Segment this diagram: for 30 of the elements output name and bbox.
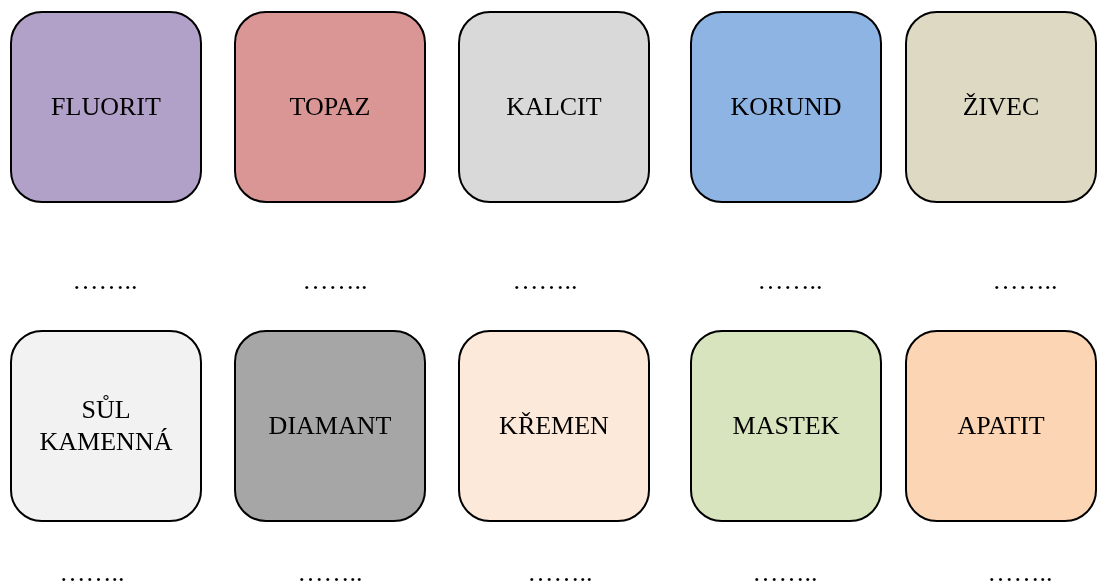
mineral-name: DIAMANT — [268, 409, 392, 442]
mineral-name: KALCIT — [506, 90, 602, 123]
mineral-name: KORUND — [730, 90, 842, 123]
mineral-box — [690, 330, 882, 522]
mineral-name: MASTEK — [732, 409, 840, 442]
fill-in-line: …….. — [992, 268, 1058, 294]
fill-in-line: …….. — [757, 268, 823, 294]
mineral-box — [690, 11, 882, 203]
fill-in-line: …….. — [59, 560, 125, 585]
fill-in-line: …….. — [527, 560, 593, 585]
fill-in-line: …….. — [512, 268, 578, 294]
mineral-name: FLUORIT — [51, 90, 161, 123]
mineral-name: SŮL KAMENNÁ — [38, 393, 174, 458]
mineral-name: KŘEMEN — [499, 409, 609, 442]
fill-in-line: …….. — [302, 268, 368, 294]
fill-in-line: …….. — [752, 560, 818, 585]
mineral-box — [234, 11, 426, 203]
mineral-box — [10, 11, 202, 203]
mineral-box — [234, 330, 426, 522]
mineral-box — [905, 330, 1097, 522]
mineral-box — [905, 11, 1097, 203]
mineral-name: TOPAZ — [289, 90, 371, 123]
fill-in-line: …….. — [987, 560, 1053, 585]
fill-in-line: …….. — [297, 560, 363, 585]
mineral-name: ŽIVEC — [962, 90, 1040, 123]
mineral-box — [10, 330, 202, 522]
mineral-box — [458, 11, 650, 203]
mineral-box — [458, 330, 650, 522]
mineral-name: APATIT — [957, 409, 1045, 442]
fill-in-line: …….. — [72, 268, 138, 294]
